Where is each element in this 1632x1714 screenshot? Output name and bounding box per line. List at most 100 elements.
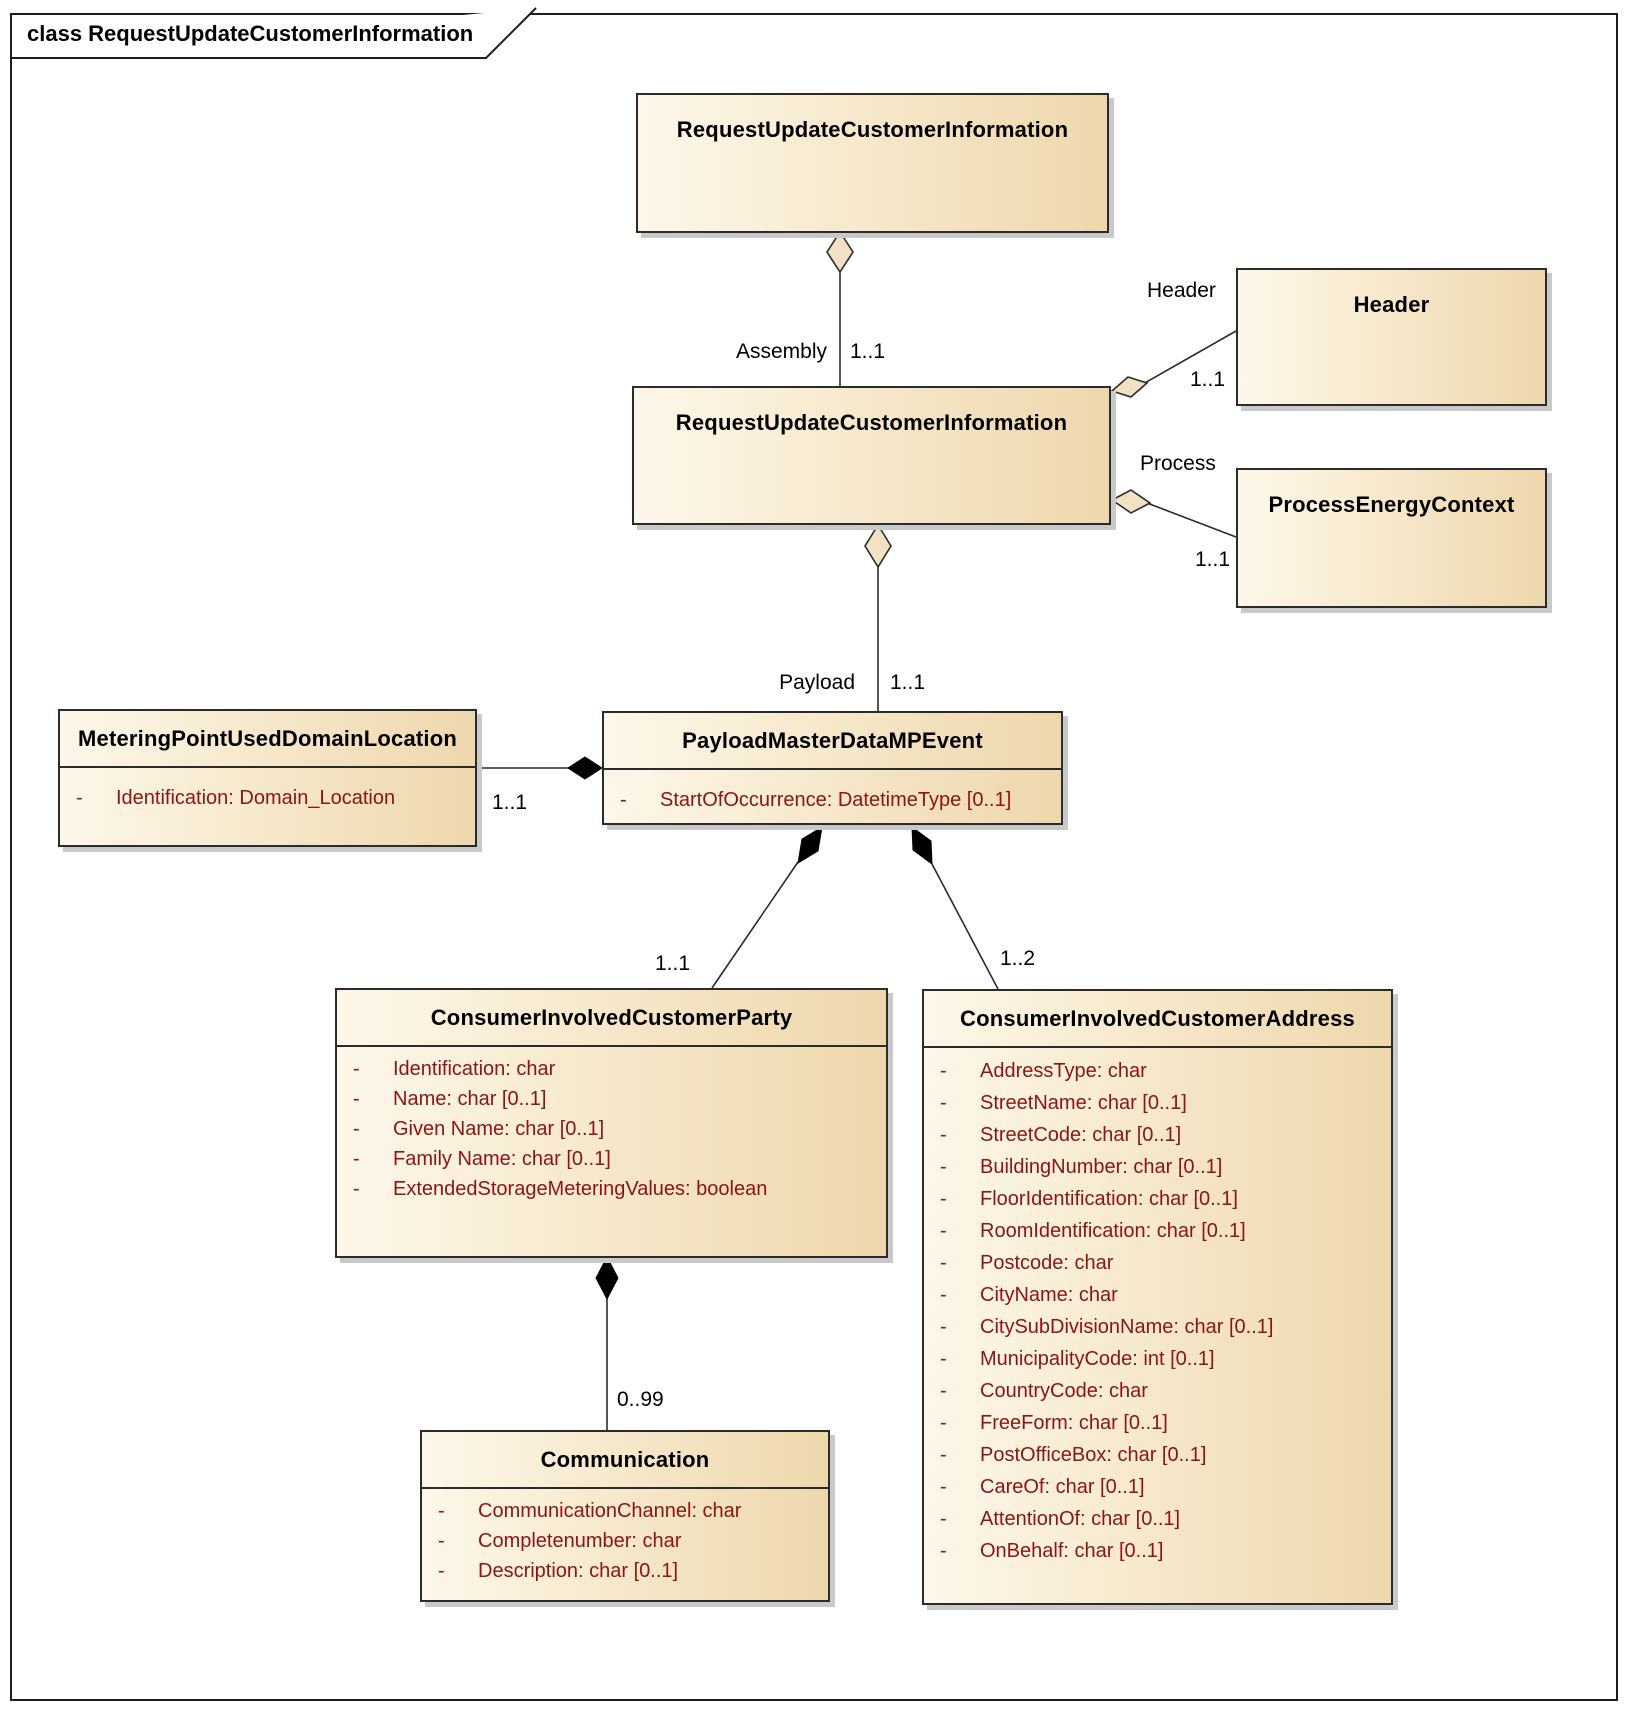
attribute-text: StreetName: char [0..1] <box>980 1092 1187 1114</box>
visibility-marker: - <box>940 1156 947 1178</box>
attribute-row: -StartOfOccurrence: DatetimeType [0..1] <box>604 785 1061 815</box>
visibility-marker: - <box>940 1412 947 1434</box>
attribute-text: MunicipalityCode: int [0..1] <box>980 1348 1215 1370</box>
class-title: ConsumerInvolvedCustomerParty <box>337 990 886 1047</box>
attribute-row: - BuildingNumber: char [0..1] <box>924 1151 1391 1183</box>
visibility-marker: - <box>940 1476 947 1498</box>
visibility-marker: - <box>438 1560 445 1582</box>
class-box-communication[interactable]: Communication - CommunicationChannel: cha… <box>420 1430 830 1602</box>
attribute-text: FloorIdentification: char [0..1] <box>980 1188 1238 1210</box>
visibility-marker: - <box>940 1380 947 1402</box>
attribute-row: -Identification: char <box>337 1054 886 1084</box>
attribute-text: FreeForm: char [0..1] <box>980 1412 1168 1434</box>
attribute-text: CountryCode: char <box>980 1380 1148 1402</box>
attribute-text: RoomIdentification: char [0..1] <box>980 1220 1246 1242</box>
attribute-row: - StreetCode: char [0..1] <box>924 1119 1391 1151</box>
assembly-multiplicity-label: 1..1 <box>850 340 886 363</box>
class-title: ProcessEnergyContext <box>1268 492 1515 517</box>
attribute-row: - Identification: Domain_Location <box>60 783 475 813</box>
visibility-marker: - <box>940 1316 947 1338</box>
attributes-compartment: - CommunicationChannel: char - Completenum… <box>422 1489 828 1586</box>
attribute-text: OnBehalf: char [0..1] <box>980 1540 1164 1562</box>
visibility-marker: - <box>353 1088 360 1110</box>
attribute-row: - Name: char [0..1] <box>337 1084 886 1114</box>
diagram-title: class RequestUpdateCustomerInformation <box>27 21 474 46</box>
visibility-marker: - <box>940 1540 947 1562</box>
header-role-label: Header <box>1147 279 1216 302</box>
visibility-marker: - <box>353 1058 360 1080</box>
class-title: PayloadMasterDataMPEvent <box>604 713 1061 770</box>
attributes-compartment: - Identification: Domain_Location <box>60 768 475 813</box>
metering-multiplicity-label: 1..1 <box>492 791 528 814</box>
visibility-marker: - <box>353 1178 360 1200</box>
class-box-assembly[interactable]: RequestUpdateCustomerInformation <box>632 386 1111 525</box>
class-box-root[interactable]: RequestUpdateCustomerInformation <box>636 93 1109 233</box>
attributes-compartment: -StartOfOccurrence: DatetimeType [0..1] <box>604 770 1061 815</box>
class-box-consumer-involved-customer-party[interactable]: ConsumerInvolvedCustomerParty -Identific… <box>335 988 888 1258</box>
communication-multiplicity-label: 0..99 <box>617 1388 664 1411</box>
attribute-text: Name: char [0..1] <box>393 1088 547 1110</box>
attribute-row: - FloorIdentification: char [0..1] <box>924 1183 1391 1215</box>
attribute-row: - FreeForm: char [0..1] <box>924 1407 1391 1439</box>
attribute-row: - AttentionOf: char [0..1] <box>924 1503 1391 1535</box>
attribute-text: Postcode: char <box>980 1252 1114 1274</box>
attribute-row: - Postcode: char <box>924 1247 1391 1279</box>
class-title: RequestUpdateCustomerInformation <box>676 117 1069 142</box>
visibility-marker: - <box>353 1148 360 1170</box>
attribute-row: - OnBehalf: char [0..1] <box>924 1535 1391 1567</box>
class-title: RequestUpdateCustomerInformation <box>675 410 1068 435</box>
visibility-marker: - <box>940 1252 947 1274</box>
visibility-marker: - <box>76 787 83 809</box>
visibility-marker: - <box>940 1284 947 1306</box>
visibility-marker: - <box>940 1124 947 1146</box>
class-box-consumer-involved-customer-address[interactable]: ConsumerInvolvedCustomerAddress - Address… <box>922 989 1393 1605</box>
class-box-metering-point-used-domain-location[interactable]: MeteringPointUsedDomainLocation -Identif… <box>58 709 477 847</box>
attribute-row: - PostOfficeBox: char [0..1] <box>924 1439 1391 1471</box>
visibility-marker: - <box>940 1220 947 1242</box>
visibility-marker: - <box>940 1092 947 1114</box>
attributes-compartment: - AddressType: char - StreetName: char [0.… <box>924 1048 1391 1567</box>
class-title: ConsumerInvolvedCustomerAddress <box>924 991 1391 1048</box>
payload-multiplicity-label: 1..1 <box>890 671 926 694</box>
visibility-marker: - <box>940 1188 947 1210</box>
attribute-row: - ExtendedStorageMeteringValues: boolean <box>337 1174 886 1204</box>
attribute-row: - Description: char [0..1] <box>422 1556 828 1586</box>
attribute-text: CareOf: char [0..1] <box>980 1476 1145 1498</box>
visibility-marker: - <box>940 1060 947 1082</box>
visibility-marker: - <box>940 1508 947 1530</box>
attribute-row: - CountryCode: char <box>924 1375 1391 1407</box>
attribute-text: StreetCode: char [0..1] <box>980 1124 1182 1146</box>
visibility-marker: - <box>940 1444 947 1466</box>
attribute-row: - Given Name: char [0..1] <box>337 1114 886 1144</box>
class-box-process-energy-context[interactable]: ProcessEnergyContext <box>1236 468 1547 608</box>
attribute-text: AttentionOf: char [0..1] <box>980 1508 1181 1530</box>
visibility-marker: - <box>438 1530 445 1552</box>
attribute-text: BuildingNumber: char [0..1] <box>980 1156 1223 1178</box>
attribute-row: -CityName: char <box>924 1279 1391 1311</box>
attribute-text: AddressType: char <box>980 1060 1147 1082</box>
attribute-text: PostOfficeBox: char [0..1] <box>980 1444 1207 1466</box>
attribute-row: - CommunicationChannel: char <box>422 1496 828 1526</box>
attribute-text: Given Name: char [0..1] <box>393 1118 605 1140</box>
class-title: Header <box>1353 292 1430 317</box>
party-multiplicity-label: 1..1 <box>655 952 691 975</box>
class-box-payload-master-data-mp-event[interactable]: PayloadMasterDataMPEvent -StartOfOccurre… <box>602 711 1063 825</box>
attribute-row: - Completenumber: char <box>422 1526 828 1556</box>
attribute-text: Completenumber: char <box>478 1530 682 1552</box>
visibility-marker: - <box>353 1118 360 1140</box>
address-multiplicity-label: 1..2 <box>1000 947 1036 970</box>
attribute-text: Identification: Domain_Location <box>116 787 396 809</box>
attribute-text: CitySubDivisionName: char [0..1] <box>980 1316 1274 1338</box>
attribute-text: CommunicationChannel: char <box>478 1500 742 1522</box>
attribute-text: Description: char [0..1] <box>478 1560 679 1582</box>
attribute-text: ExtendedStorageMeteringValues: boolean <box>393 1178 768 1200</box>
class-box-header[interactable]: Header <box>1236 268 1547 406</box>
visibility-marker: - <box>940 1348 947 1370</box>
header-multiplicity-label: 1..1 <box>1190 368 1226 391</box>
attribute-text: Family Name: char [0..1] <box>393 1148 611 1170</box>
attribute-row: - StreetName: char [0..1] <box>924 1087 1391 1119</box>
class-title: Communication <box>422 1432 828 1489</box>
visibility-marker: - <box>438 1500 445 1522</box>
process-role-label: Process <box>1140 452 1216 475</box>
